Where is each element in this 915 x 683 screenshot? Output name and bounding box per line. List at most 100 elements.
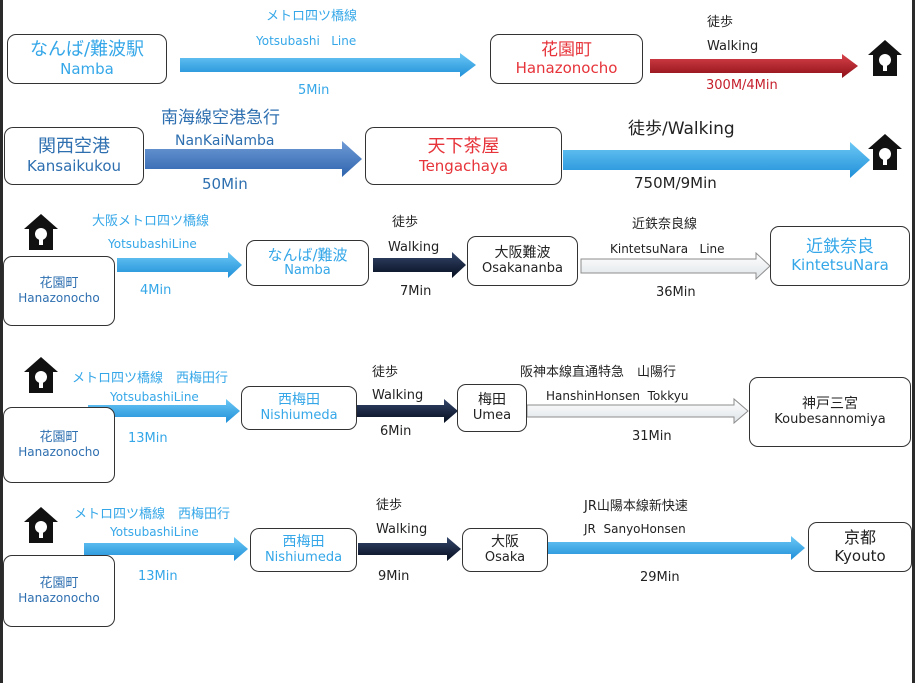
line-label-en: YotsubashiLine — [110, 390, 199, 404]
walk-label-en: Walking — [372, 388, 424, 403]
station-box-kintetsunara: 近鉄奈良 KintetsuNara — [770, 226, 910, 286]
walk-label-jp: 徒歩 — [707, 15, 734, 30]
arrow-r5-walk — [358, 537, 461, 561]
station-name-jp: なんば/難波 — [267, 245, 348, 264]
station-box-namba: なんば/難波駅 Namba — [7, 34, 167, 84]
station-name-en: Nishiumeda — [264, 549, 343, 565]
walk-label-jp: 徒歩 — [372, 365, 399, 380]
station-name-jp: なんば/難波駅 — [29, 39, 145, 61]
station-box-osaka: 大阪 Osaka — [462, 528, 548, 572]
station-name-en: Namba — [284, 263, 331, 279]
arrow-r5-metro — [84, 537, 248, 561]
arrow-r4-metro — [88, 399, 240, 423]
station-name-jp: 大阪 — [491, 534, 519, 551]
station-box-kyouto: 京都 Kyouto — [808, 522, 912, 572]
line-label-jp: メトロ四ツ橋線 — [266, 9, 358, 24]
station-name-en: Osaka — [484, 549, 526, 565]
station-box-koubesannomiya: 神戸三宮 Koubesannomiya — [749, 377, 911, 447]
station-name-en: Hanazonocho — [515, 59, 618, 78]
station-name-jp: 花園町 — [39, 429, 79, 445]
line-label-jp: JR山陽本線新快速 — [584, 499, 688, 514]
travel-time: 6Min — [380, 424, 412, 439]
travel-time: 31Min — [632, 429, 672, 444]
line-label-en: YotsubashiLine — [108, 237, 197, 251]
station-name-jp: 花園町 — [541, 39, 592, 60]
arrow-r4-walk — [357, 399, 458, 423]
house-keyhole-icon — [24, 214, 58, 250]
arrow-r4-hanshin — [526, 397, 749, 425]
station-box-kansaikukou: 関西空港 Kansaikukou — [4, 127, 144, 185]
station-name-jp: 関西空港 — [38, 136, 110, 158]
station-name-en: Tengachaya — [418, 156, 509, 175]
line-label-en: NanKaiNamba — [175, 133, 275, 149]
walk-label-en: Walking — [376, 522, 428, 537]
arrow-r1-metro — [180, 53, 476, 77]
line-label-en: HanshinHonsen Tokkyu — [546, 389, 689, 403]
walk-distance-time: 300M/4Min — [706, 78, 778, 93]
arrow-r1-walk — [650, 54, 858, 78]
arrow-r5-jr — [548, 536, 805, 560]
line-label-jp: メトロ四ツ橋線 西梅田行 — [74, 507, 231, 522]
walk-distance-time: 750M/9Min — [634, 174, 717, 192]
station-box-umea: 梅田 Umea — [457, 384, 527, 432]
station-name-jp: 天下茶屋 — [427, 136, 500, 158]
walk-label-jp: 徒歩 — [376, 498, 403, 513]
line-label-en: JR SanyoHonsen — [584, 522, 686, 536]
travel-time: 29Min — [640, 570, 680, 585]
station-box-hanazonocho: 花園町 Hanazonocho — [3, 256, 115, 326]
station-box-hanazonocho: 花園町 Hanazonocho — [3, 407, 115, 483]
walk-label-jp: 徒歩 — [392, 215, 419, 230]
walk-label-en: Walking — [388, 240, 440, 255]
station-name-en: Hanazonocho — [18, 290, 100, 305]
station-name-jp: 西梅田 — [282, 534, 325, 551]
frame-left-edge — [0, 0, 3, 683]
travel-time: 7Min — [400, 284, 432, 299]
frame-right-edge — [912, 0, 915, 683]
line-label-jp: メトロ四ツ橋線 西梅田行 — [72, 371, 229, 386]
station-name-jp: 花園町 — [39, 275, 79, 291]
travel-time: 50Min — [202, 175, 248, 193]
station-name-en: Hanazonocho — [18, 444, 100, 459]
travel-time: 36Min — [656, 285, 696, 300]
station-name-en: Umea — [472, 407, 512, 423]
station-box-osakananba: 大阪難波 Osakananba — [467, 236, 578, 286]
line-label-jp: 南海線空港急行 — [161, 108, 280, 128]
station-box-nishiumeda: 西梅田 Nishiumeda — [250, 528, 357, 572]
station-name-en: Kyouto — [834, 546, 886, 565]
house-keyhole-icon — [24, 507, 58, 543]
house-keyhole-icon — [24, 357, 58, 393]
station-box-namba: なんば/難波 Namba — [246, 240, 369, 286]
station-name-en: Namba — [60, 59, 114, 78]
station-name-en: Osakananba — [482, 260, 563, 276]
line-label-jp: 大阪メトロ四ツ橋線 — [92, 214, 210, 229]
walk-label-en: Walking — [707, 39, 759, 54]
station-box-hanazonocho: 花園町 Hanazonocho — [490, 34, 643, 84]
travel-time: 5Min — [298, 83, 330, 98]
walk-label: 徒歩/Walking — [628, 119, 735, 139]
line-label-en: YotsubashiLine — [110, 525, 199, 539]
house-keyhole-icon — [868, 40, 902, 76]
station-name-en: Hanazonocho — [18, 590, 100, 605]
station-name-jp: 花園町 — [39, 575, 79, 591]
line-label-jp: 近鉄奈良線 — [632, 217, 698, 232]
station-name-jp: 大阪難波 — [494, 245, 551, 262]
station-name-en: KintetsuNara — [791, 256, 889, 275]
arrow-r3-kintetsu — [580, 251, 771, 281]
arrow-r2-nankai — [145, 141, 362, 177]
station-name-jp: 西梅田 — [278, 392, 320, 409]
arrow-r2-walk — [563, 142, 870, 178]
station-box-tengachaya: 天下茶屋 Tengachaya — [365, 127, 562, 185]
station-box-hanazonocho: 花園町 Hanazonocho — [3, 555, 115, 627]
travel-time: 13Min — [138, 569, 178, 584]
station-name-jp: 梅田 — [478, 392, 506, 409]
station-name-en: Kansaikukou — [26, 156, 121, 175]
station-name-en: Koubesannomiya — [774, 411, 886, 427]
arrow-r3-metro — [117, 252, 242, 278]
line-label-en: KintetsuNara Line — [610, 242, 725, 256]
line-label-en: Yotsubashi Line — [256, 34, 357, 48]
station-box-nishiumeda: 西梅田 Nishiumeda — [241, 386, 357, 430]
station-name-en: Nishiumeda — [260, 407, 338, 423]
station-name-jp: 近鉄奈良 — [806, 236, 874, 257]
house-keyhole-icon — [868, 134, 902, 170]
